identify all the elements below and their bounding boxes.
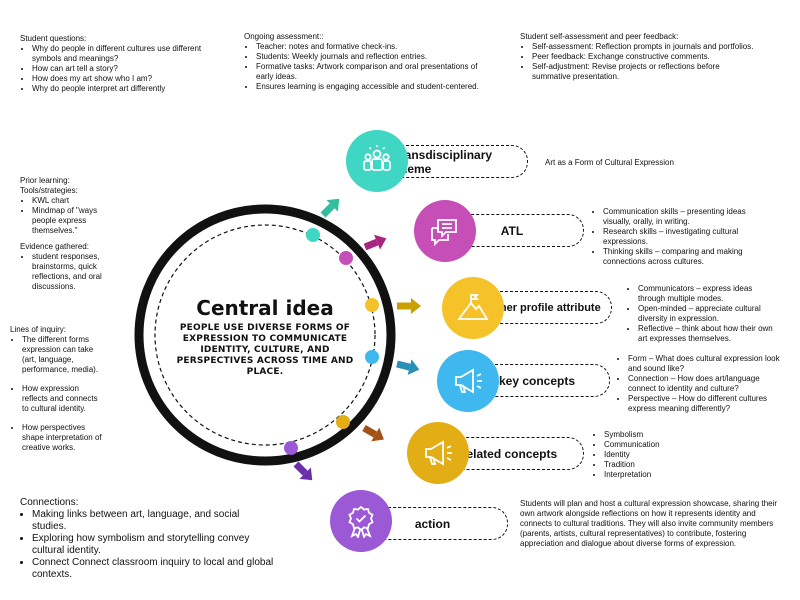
list-item: How perspectives shape interpretation of… <box>22 423 105 453</box>
list-item: Connect Connect classroom inquiry to loc… <box>32 557 275 581</box>
list-item: The different forms expression can take … <box>22 335 105 375</box>
list-item: Self-assessment: Reflection prompts in j… <box>532 42 760 52</box>
megaphone-icon <box>425 440 452 466</box>
related-concepts-detail: Symbolism Communication Identity Traditi… <box>592 430 712 480</box>
key-concepts-circle <box>437 350 499 412</box>
list-item: Form – What does cultural expression loo… <box>628 354 786 374</box>
ring-dot-transdisciplinary <box>306 228 320 242</box>
list-item: Self-adjustment: Revise projects or refl… <box>532 62 760 82</box>
list-item: KWL chart <box>32 196 120 206</box>
ongoing-assessment: Ongoing assessment:: Teacher: notes and … <box>244 32 484 92</box>
arrow-learner-profile <box>397 298 421 314</box>
people-icon <box>363 145 391 171</box>
arrow-action <box>293 461 313 481</box>
list-item: Ensures learning is engaging accessible … <box>256 82 484 92</box>
list-item: Perspective – How do different cultures … <box>628 394 786 414</box>
key-concepts-detail: Form – What does cultural expression loo… <box>616 354 786 414</box>
student-questions: Student questions: Why do people in diff… <box>20 34 215 94</box>
central-inner-ring <box>154 224 376 446</box>
list-item: Mindmap of "ways people express themselv… <box>32 206 120 236</box>
learner-profile-detail: Communicators – express ideas through mu… <box>626 284 776 344</box>
list-item: Making links between art, language, and … <box>32 509 275 533</box>
list-item: Symbolism <box>604 430 712 440</box>
lines-of-inquiry: Lines of inquiry: The different forms ex… <box>10 325 105 453</box>
central-idea-text: PEOPLE USE DIVERSE FORMS OF EXPRESSION T… <box>176 323 354 377</box>
ring-dot-related-concepts <box>336 415 350 429</box>
related-concepts-circle <box>407 422 469 484</box>
list-item: How does my art show who I am? <box>32 74 215 84</box>
list-item: Teacher: notes and formative check-ins. <box>256 42 484 52</box>
transdisciplinary-theme-circle <box>346 130 408 192</box>
list-item: Open-minded – appreciate cultural divers… <box>638 304 776 324</box>
list-item: Peer feedback: Exchange constructive com… <box>532 52 760 62</box>
self-assessment: Student self-assessment and peer feedbac… <box>520 32 760 82</box>
list-item: Research skills – investigating cultural… <box>603 227 771 247</box>
list-item: Why do people in different cultures use … <box>32 44 215 64</box>
list-item: Thinking skills – comparing and making c… <box>603 247 771 267</box>
transdisciplinary-theme-detail: Art as a Form of Cultural Expression <box>545 158 674 167</box>
central-outer-ring <box>134 204 396 466</box>
arrow-related-concepts <box>362 424 384 442</box>
arrow-atl <box>363 234 387 251</box>
award-ribbon-icon <box>348 505 374 538</box>
ring-dot-atl <box>339 251 353 265</box>
list-item: student responses, brainstorms, quick re… <box>32 252 120 292</box>
arrow-transdisciplinary <box>320 198 340 218</box>
action-circle <box>330 490 392 552</box>
list-item: Communicators – express ideas through mu… <box>638 284 776 304</box>
list-item: Tradition <box>604 460 712 470</box>
list-item: Connection – How does art/language conne… <box>628 374 786 394</box>
list-item: Interpretation <box>604 470 712 480</box>
list-item: Formative tasks: Artwork comparison and … <box>256 62 484 82</box>
list-item: Identity <box>604 450 712 460</box>
connections: Connections: Making links between art, l… <box>20 497 275 581</box>
atl-detail: Communication skills – presenting ideas … <box>591 207 771 267</box>
ring-dot-learner-profile <box>365 298 379 312</box>
atl-circle <box>414 200 476 262</box>
megaphone-icon <box>455 368 482 394</box>
arrow-key-concepts <box>396 359 420 375</box>
list-item: How can art tell a story? <box>32 64 215 74</box>
list-item: Exploring how symbolism and storytelling… <box>32 533 275 557</box>
chat-icon <box>431 219 457 247</box>
ring-dot-key-concepts <box>365 350 379 364</box>
learner-profile-circle <box>442 277 504 339</box>
list-item: Students: Weekly journals and reflection… <box>256 52 484 62</box>
list-item: Reflective – think about how their own a… <box>638 324 776 344</box>
mountain-flag-icon <box>457 294 489 320</box>
action-detail: Students will plan and host a cultural e… <box>520 499 778 548</box>
prior-learning: Prior learning: Tools/strategies: KWL ch… <box>20 176 120 292</box>
list-item: How expression reflects and connects to … <box>22 384 105 414</box>
central-idea-title: Central idea <box>196 296 334 320</box>
list-item: Communication <box>604 440 712 450</box>
list-item: Communication skills – presenting ideas … <box>603 207 771 227</box>
list-item: Why do people interpret art differently <box>32 84 215 94</box>
transdisciplinary-theme-label: transdisciplinary theme <box>396 145 528 178</box>
ring-dot-action <box>284 441 298 455</box>
